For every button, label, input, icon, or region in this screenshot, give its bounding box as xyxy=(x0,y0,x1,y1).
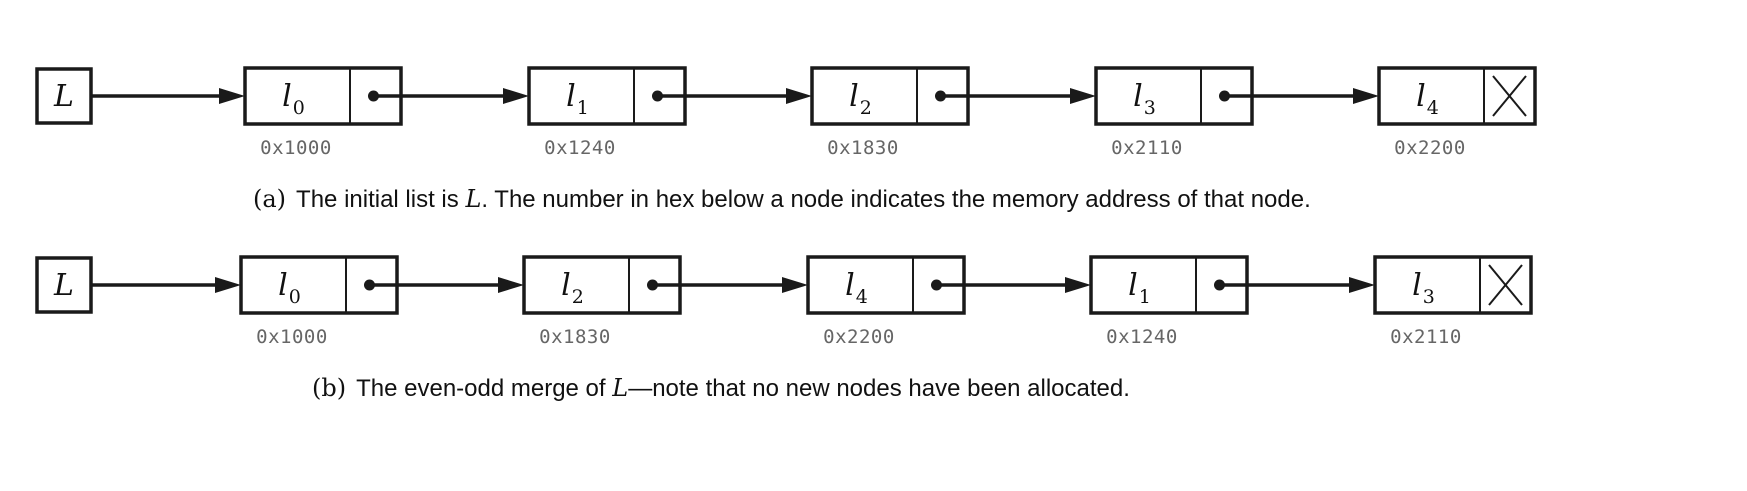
caption-math-var: L xyxy=(464,185,481,213)
caption-math-var: L xyxy=(611,374,628,402)
node-label: l3 xyxy=(1412,268,1435,308)
list-node: l2 0x1830 xyxy=(810,66,970,159)
node-label: l2 xyxy=(849,79,872,119)
head-box xyxy=(35,67,93,125)
head-pointer-arrow xyxy=(91,88,245,104)
node-address: 0x2110 xyxy=(1111,137,1183,159)
list-head: L xyxy=(35,256,93,314)
node-label: l1 xyxy=(1128,268,1151,308)
caption-a: (a) The initial list is L. The number in … xyxy=(253,185,1311,213)
caption-label: (b) xyxy=(312,374,346,402)
node-box xyxy=(1373,255,1533,315)
caption-text: The even-odd merge of xyxy=(356,375,612,402)
arrowhead-icon xyxy=(219,88,245,104)
list-node: l3 0x2110 xyxy=(1094,66,1254,159)
next-pointer-arrow xyxy=(1224,88,1379,104)
next-pointer-arrow xyxy=(657,88,812,104)
caption-text: —note that no new nodes have been alloca… xyxy=(628,375,1130,402)
node-label: l0 xyxy=(282,79,305,119)
head-label: L xyxy=(53,79,74,114)
node-address: 0x1240 xyxy=(1106,326,1178,348)
arrowhead-icon xyxy=(1065,277,1091,293)
caption-label: (a) xyxy=(253,185,286,213)
next-pointer-arrow xyxy=(940,88,1096,104)
node-address: 0x1830 xyxy=(827,137,899,159)
node-label: l1 xyxy=(566,79,589,119)
node-address: 0x1000 xyxy=(260,137,332,159)
caption-b: (b) The even-odd merge of L—note that no … xyxy=(312,374,1130,402)
next-pointer-arrow xyxy=(1219,277,1375,293)
arrowhead-icon xyxy=(786,88,812,104)
arrowhead-icon xyxy=(1070,88,1096,104)
head-box xyxy=(35,256,93,314)
node-address: 0x2110 xyxy=(1390,326,1462,348)
node-label: l0 xyxy=(278,268,301,308)
arrowhead-icon xyxy=(503,88,529,104)
node-address: 0x1830 xyxy=(539,326,611,348)
next-pointer-arrow xyxy=(373,88,529,104)
list-node: l4 0x2200 xyxy=(1377,66,1537,159)
null-pointer-icon xyxy=(1488,264,1523,306)
list-node: l3 0x2110 xyxy=(1373,255,1533,348)
arrowhead-icon xyxy=(1349,277,1375,293)
next-pointer-arrow xyxy=(936,277,1091,293)
list-node: l1 0x1240 xyxy=(1089,255,1249,348)
list-node: l2 0x1830 xyxy=(522,255,682,348)
node-label: l2 xyxy=(561,268,584,308)
node-address: 0x2200 xyxy=(823,326,895,348)
list-node: l1 0x1240 xyxy=(527,66,687,159)
node-label: l4 xyxy=(845,268,868,308)
node-label: l3 xyxy=(1133,79,1156,119)
node-box xyxy=(1377,66,1537,126)
arrowhead-icon xyxy=(782,277,808,293)
caption-text: . The number in hex below a node indicat… xyxy=(481,186,1310,213)
list-node: l0 0x1000 xyxy=(239,255,399,348)
node-address: 0x1000 xyxy=(256,326,328,348)
arrowhead-icon xyxy=(1353,88,1379,104)
node-address: 0x1240 xyxy=(544,137,616,159)
head-label: L xyxy=(53,268,74,303)
next-pointer-arrow xyxy=(652,277,808,293)
next-pointer-arrow xyxy=(369,277,524,293)
arrowhead-icon xyxy=(498,277,524,293)
list-node: l4 0x2200 xyxy=(806,255,966,348)
arrowhead-icon xyxy=(215,277,241,293)
list-node: l0 0x1000 xyxy=(243,66,403,159)
node-address: 0x2200 xyxy=(1394,137,1466,159)
node-label: l4 xyxy=(1416,79,1439,119)
null-pointer-icon xyxy=(1492,75,1527,117)
head-pointer-arrow xyxy=(91,277,241,293)
caption-text: The initial list is xyxy=(296,186,465,213)
list-head: L xyxy=(35,67,93,125)
